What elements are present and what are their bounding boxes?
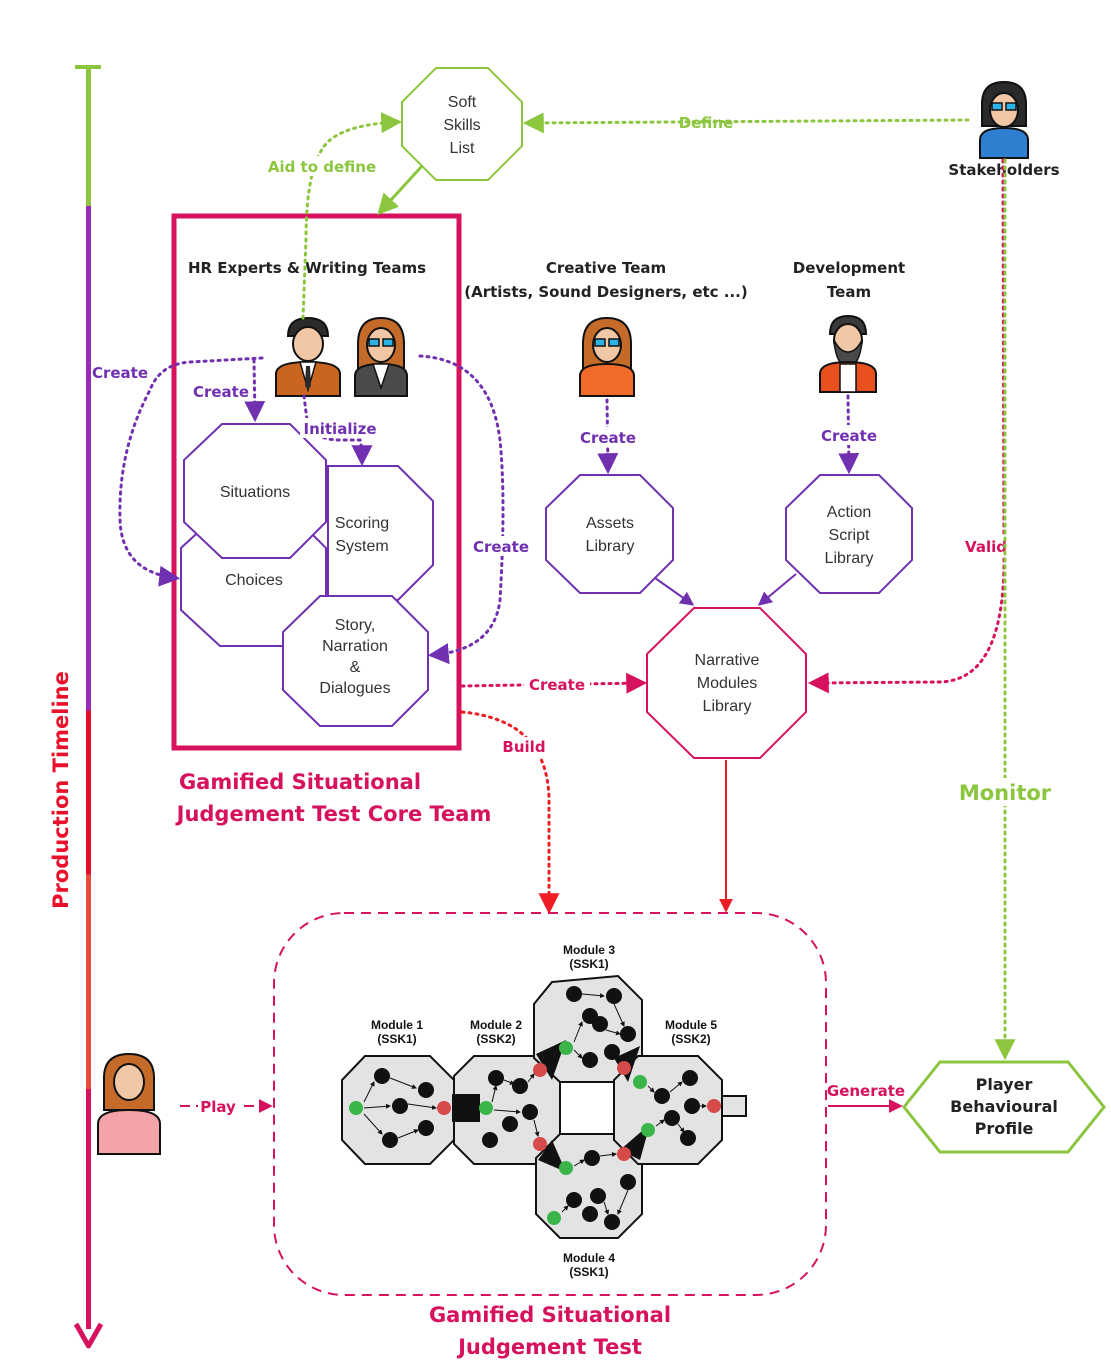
writer-avatar bbox=[354, 316, 408, 397]
action-line-2: Script bbox=[829, 527, 870, 544]
story-line-4: Dialogues bbox=[319, 680, 390, 697]
developer-avatar bbox=[819, 314, 877, 393]
soft-skills-line-1: Soft bbox=[448, 94, 477, 111]
module-3-skill: (SSK1) bbox=[569, 957, 608, 971]
situations-label: Situations bbox=[220, 484, 290, 501]
create-situations-edge bbox=[244, 358, 266, 423]
create-left-label: Create bbox=[92, 364, 148, 382]
test-title-line-2: Judgement Test bbox=[456, 1335, 642, 1359]
action-script-node: Action Script Library bbox=[785, 474, 913, 594]
assets-line-1: Assets bbox=[586, 515, 634, 532]
scoring-line-1: Scoring bbox=[335, 515, 389, 532]
soft-skills-line-3: List bbox=[450, 140, 475, 157]
timeline-label: Production Timeline bbox=[49, 671, 73, 909]
action-line-1: Action bbox=[827, 504, 871, 521]
production-timeline: Production Timeline bbox=[49, 65, 104, 1349]
player-avatar bbox=[97, 1052, 161, 1155]
module-4-skill: (SSK1) bbox=[569, 1265, 608, 1279]
action-to-narrative-edge bbox=[757, 573, 797, 606]
valid-label: Valid bbox=[965, 538, 1007, 556]
narrative-line-2: Modules bbox=[697, 675, 757, 692]
test-container bbox=[273, 912, 827, 1296]
story-line-2: Narration bbox=[322, 638, 388, 655]
create-narrative-label: Create bbox=[529, 676, 585, 694]
narrative-line-3: Library bbox=[703, 698, 752, 715]
core-team-title-line-1: Gamified Situational bbox=[179, 770, 421, 794]
story-line-1: Story, bbox=[335, 617, 376, 634]
module-5-title: Module 5 bbox=[665, 1018, 717, 1032]
module-1-title: Module 1 bbox=[371, 1018, 423, 1032]
narrative-line-1: Narrative bbox=[695, 652, 760, 669]
module-3-title: Module 3 bbox=[563, 943, 615, 957]
action-line-3: Library bbox=[825, 550, 874, 567]
module-2-skill: (SSK2) bbox=[476, 1032, 515, 1046]
create-action-label: Create bbox=[821, 427, 877, 445]
create-assets-label: Create bbox=[580, 429, 636, 447]
create-story-edge bbox=[418, 354, 505, 665]
soft-skills-node: Soft Skills List bbox=[401, 67, 523, 181]
assets-line-2: Library bbox=[586, 538, 635, 555]
choices-label: Choices bbox=[225, 572, 283, 589]
hr-expert-avatar bbox=[275, 316, 341, 397]
profile-line-1: Player bbox=[976, 1075, 1033, 1094]
development-team-line-1: Development bbox=[793, 259, 905, 277]
define-edge bbox=[522, 112, 970, 134]
monitor-label: Monitor bbox=[959, 781, 1052, 805]
aid-to-define-edge bbox=[301, 112, 403, 320]
create-right-label: Create bbox=[473, 538, 529, 556]
module-1-skill: (SSK1) bbox=[377, 1032, 416, 1046]
creative-avatar bbox=[579, 316, 635, 397]
assets-to-narrative-edge bbox=[654, 577, 695, 606]
situations-node: Situations bbox=[183, 423, 327, 559]
generate-label: Generate bbox=[827, 1082, 905, 1100]
development-team-line-2: Team bbox=[827, 283, 871, 301]
create-inner-label: Create bbox=[193, 383, 249, 401]
test-title-line-1: Gamified Situational bbox=[429, 1303, 671, 1327]
initialize-label: Initialize bbox=[303, 420, 376, 438]
aid-to-define-label: Aid to define bbox=[268, 158, 376, 176]
assets-library-node: Assets Library bbox=[545, 474, 674, 594]
player-profile-node: Player Behavioural Profile bbox=[902, 1060, 1106, 1154]
story-line-3: & bbox=[350, 659, 361, 676]
module-4-title: Module 4 bbox=[563, 1251, 615, 1265]
profile-line-3: Profile bbox=[975, 1119, 1034, 1138]
core-team-title-line-2: Judgement Test Core Team bbox=[175, 802, 492, 826]
module-5-skill: (SSK2) bbox=[671, 1032, 710, 1046]
soft-skills-line-2: Skills bbox=[443, 117, 480, 134]
story-node: Story, Narration & Dialogues bbox=[282, 595, 429, 727]
core-team-box bbox=[171, 213, 462, 751]
profile-line-2: Behavioural bbox=[950, 1097, 1058, 1116]
scoring-line-2: System bbox=[335, 538, 388, 555]
module-map: Module 1 (SSK1) Module 2 (SSK2) Module 3… bbox=[341, 943, 747, 1279]
hr-team-label: HR Experts & Writing Teams bbox=[188, 259, 426, 277]
soft-skills-to-core-edge bbox=[377, 164, 424, 216]
creative-team-line-1: Creative Team bbox=[546, 259, 666, 277]
define-label: Define bbox=[679, 114, 734, 132]
module-2-title: Module 2 bbox=[470, 1018, 522, 1032]
creative-team-line-2: (Artists, Sound Designers, etc ...) bbox=[464, 283, 747, 301]
create-choices-edge bbox=[118, 356, 264, 587]
scoring-system-node: Scoring System bbox=[327, 465, 434, 601]
valid-edge bbox=[807, 158, 1006, 694]
stakeholder-avatar bbox=[979, 80, 1029, 159]
play-label: Play bbox=[200, 1098, 236, 1116]
narrative-modules-node: Narrative Modules Library bbox=[646, 607, 807, 759]
build-label: Build bbox=[502, 738, 545, 756]
